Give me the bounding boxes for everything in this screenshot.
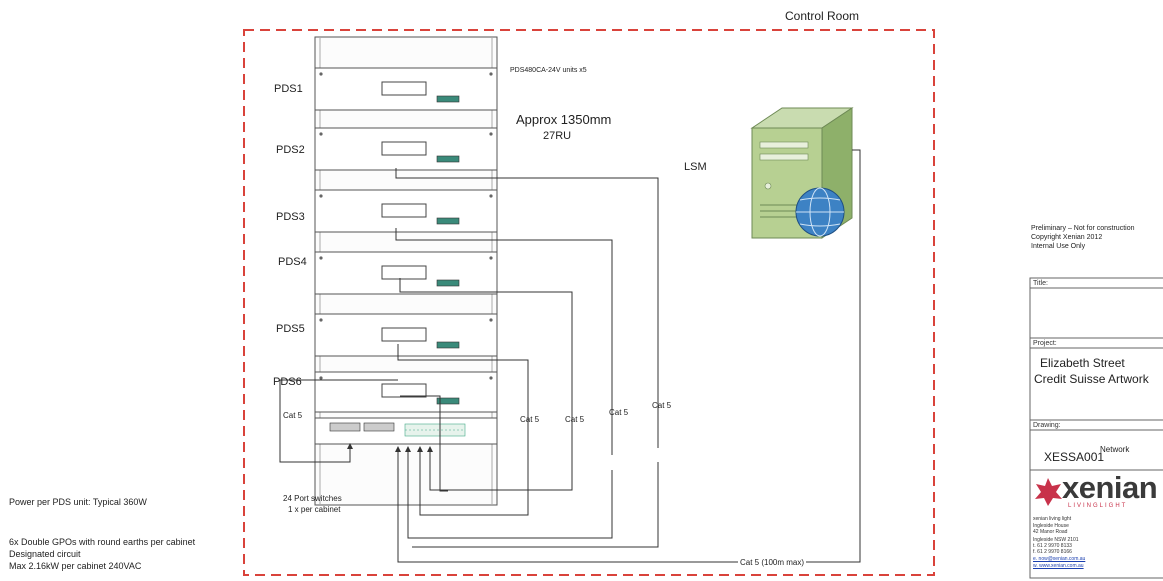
pds4-label: PDS4	[278, 256, 307, 268]
cable-label-rack: Cat 5	[283, 411, 303, 420]
address-line: Ingleside House	[1033, 523, 1069, 529]
gpo-note-2: Designated circuit	[9, 549, 81, 559]
power-note: Power per PDS unit: Typical 360W	[9, 497, 147, 507]
pds-unit-4	[314, 251, 498, 295]
cable-label-bottom: Cat 5 (100m max)	[738, 558, 807, 567]
network-switch	[314, 417, 498, 445]
switch-caption-2: 1 x per cabinet	[288, 505, 341, 514]
prelim-line-1: Preliminary – Not for construction	[1031, 225, 1135, 232]
email-link[interactable]: e. now@xenian.com.au	[1033, 556, 1086, 562]
units-note: PDS480CA-24V units x5	[510, 67, 587, 74]
project-field-label: Project:	[1033, 340, 1057, 347]
gpo-note-1: 6x Double GPOs with round earths per cab…	[9, 537, 196, 547]
cable-label-4: Cat 5	[652, 401, 672, 410]
gpo-note-3: Max 2.16kW per cabinet 240VAC	[9, 561, 142, 571]
cable-arrows	[347, 443, 433, 452]
pds-unit-3	[314, 189, 498, 233]
pds2-label: PDS2	[276, 144, 305, 156]
drawing-number: XESSA001	[1044, 450, 1105, 464]
project-name-1: Elizabeth Street	[1040, 356, 1125, 370]
address-line: Ingleside NSW 2101	[1033, 537, 1079, 543]
drawing-suffix: Network	[1100, 445, 1130, 454]
title-block	[1029, 277, 1163, 579]
cable-label-2: Cat 5	[565, 415, 585, 424]
cat5-cables	[279, 149, 861, 563]
pds-unit-6	[314, 371, 498, 413]
pds-unit-2	[314, 127, 498, 171]
prelim-line-3: Internal Use Only	[1031, 243, 1086, 250]
pds-unit-5	[314, 313, 498, 357]
address-line: f. 61 2 9970 8166	[1033, 549, 1072, 555]
pds3-label: PDS3	[276, 211, 305, 223]
xenian-logo-text: xenian	[1062, 470, 1158, 505]
address-line: xenian living light	[1033, 516, 1072, 522]
address-line: t. 61 2 9970 8133	[1033, 543, 1072, 549]
lsm-label: LSM	[684, 161, 707, 173]
control-room-label: Control Room	[785, 9, 860, 23]
rack-units-label: 27RU	[543, 130, 572, 142]
cable-label-1: Cat 5	[520, 415, 540, 424]
drawing-field-label: Drawing:	[1033, 422, 1061, 429]
xenian-logo-icon	[1035, 478, 1062, 506]
xenian-tagline: LIVINGLIGHT	[1068, 503, 1128, 509]
address-line: 42 Manor Road	[1033, 529, 1068, 535]
switch-caption-1: 24 Port switches	[283, 494, 342, 503]
pds-unit-1	[314, 67, 498, 111]
pds5-label: PDS5	[276, 323, 305, 335]
control-room-boundary	[243, 29, 935, 576]
approx-height-label: Approx 1350mm	[516, 112, 612, 127]
website-link[interactable]: w. www.xenian.com.au	[1033, 563, 1084, 569]
cable-label-3: Cat 5	[609, 408, 629, 417]
project-name-2: Credit Suisse Artwork	[1034, 372, 1149, 386]
pds1-label: PDS1	[274, 83, 303, 95]
lsm-server	[750, 107, 854, 239]
pds6-label: PDS6	[273, 376, 302, 388]
prelim-line-2: Copyright Xenian 2012	[1031, 234, 1103, 241]
title-field-label: Title:	[1033, 280, 1048, 287]
